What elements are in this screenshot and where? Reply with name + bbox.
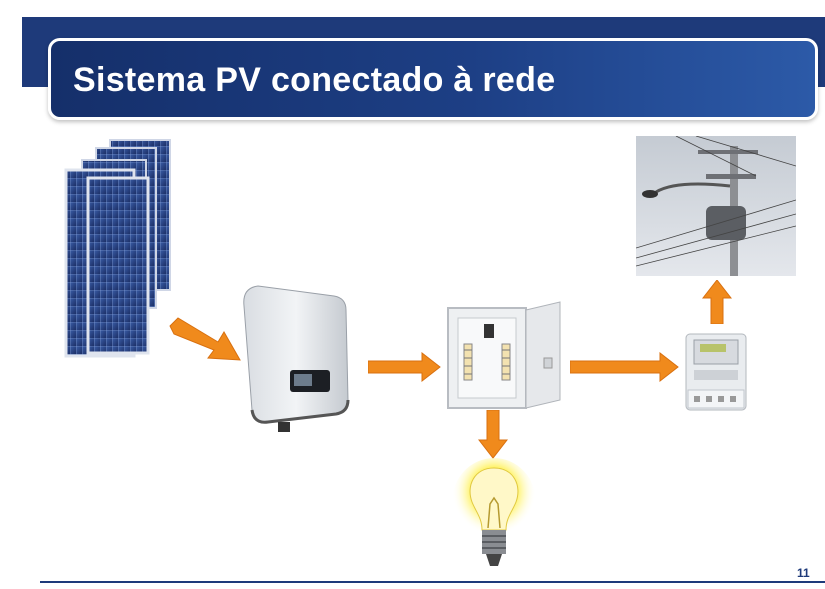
title-banner: Sistema PV conectado à rede xyxy=(48,38,818,120)
footer-line xyxy=(40,581,825,583)
solar-panel-array-icon xyxy=(64,139,171,358)
inverter-icon xyxy=(243,285,350,432)
arrow-board-to-bulb-icon xyxy=(478,410,508,459)
electricity-meter-icon xyxy=(685,333,747,411)
arrow-panels-to-inverter-icon xyxy=(169,317,241,361)
page-number: 11 xyxy=(797,566,810,580)
arrow-meter-to-grid-icon xyxy=(702,280,732,324)
distribution-board-icon xyxy=(447,301,561,409)
slide-title: Sistema PV conectado à rede xyxy=(73,61,556,99)
light-bulb-icon xyxy=(452,458,536,566)
utility-pole-transformer-icon xyxy=(636,136,796,276)
arrow-board-to-meter-icon xyxy=(570,352,679,382)
arrow-inverter-to-board-icon xyxy=(368,352,441,382)
